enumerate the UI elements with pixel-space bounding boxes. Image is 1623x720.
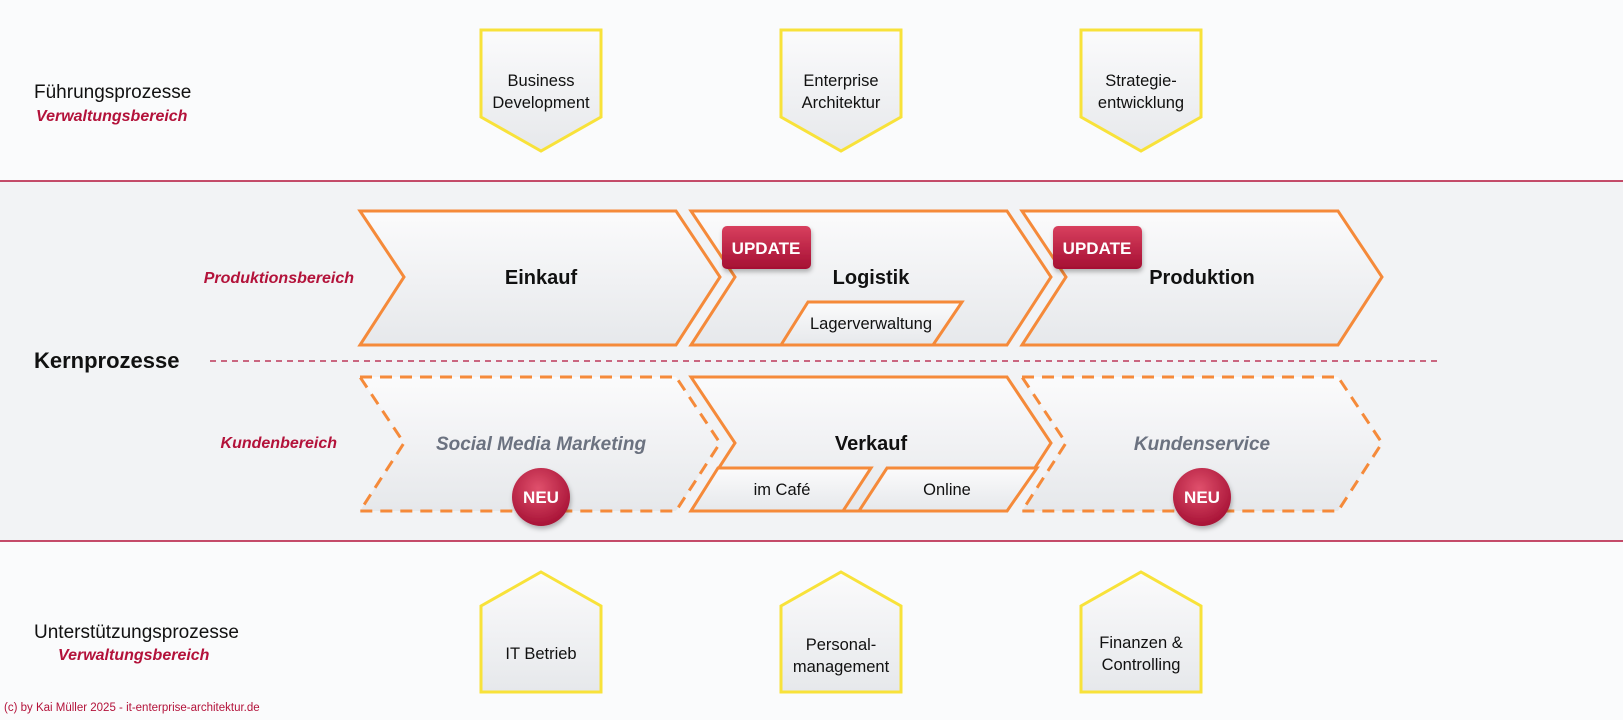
support-process-it-betrieb: IT Betrieb <box>479 570 603 694</box>
subprocess-label: im Café <box>754 481 811 499</box>
subprocess-online: Online <box>856 466 1040 513</box>
core-process-title: Kundenservice <box>1134 434 1271 455</box>
neu-badge: NEU <box>1173 468 1231 526</box>
core-process-produktion: Produktion UPDATE <box>1019 209 1384 347</box>
core-process-title: Produktion <box>1149 267 1255 289</box>
update-badge: UPDATE <box>722 226 811 269</box>
subprocess-im-cafe: im Café <box>688 466 874 513</box>
core-process-title: Logistik <box>833 267 911 289</box>
support-process-label-line2: Controlling <box>1102 656 1181 674</box>
support-process-label-line1: Finanzen & <box>1099 634 1182 652</box>
core-band-title: Kernprozesse <box>34 348 180 373</box>
top-band-title: Führungsprozesse <box>34 82 191 103</box>
subprocess-lagerverwaltung: Lagerverwaltung <box>778 300 965 347</box>
support-process-label-line2: management <box>793 658 890 676</box>
core-process-title: Verkauf <box>835 433 908 455</box>
update-badge-label: UPDATE <box>732 239 801 258</box>
core-process-einkauf: Einkauf <box>357 209 722 347</box>
support-process-label-line1: IT Betrieb <box>505 645 576 663</box>
core-process-title: Social Media Marketing <box>436 434 647 455</box>
bottom-band-title: Unterstützungsprozesse <box>34 622 239 643</box>
copyright-note: (c) by Kai Müller 2025 - it-enterprise-a… <box>4 702 260 714</box>
top-process-label-line1: Business <box>508 72 575 90</box>
neu-badge: NEU <box>512 468 570 526</box>
support-process-personalmanagement: Personal- management <box>779 570 903 694</box>
top-process-label-line2: Development <box>492 94 590 112</box>
neu-badge-label: NEU <box>523 488 559 507</box>
support-process-label-line1: Personal- <box>806 636 877 654</box>
subprocess-label: Online <box>923 481 971 499</box>
top-band-subtitle: Verwaltungsbereich <box>36 108 188 125</box>
top-process-enterprise-architektur: Enterprise Architektur <box>779 28 903 153</box>
core-process-title: Einkauf <box>505 267 578 289</box>
top-process-strategieentwicklung: Strategie- entwicklung <box>1079 28 1203 153</box>
top-process-label-line1: Strategie- <box>1105 72 1177 90</box>
support-process-finanzen-controlling: Finanzen & Controlling <box>1079 570 1203 694</box>
top-process-business-development: Business Development <box>479 28 603 153</box>
top-process-label-line1: Enterprise <box>803 72 878 90</box>
core-process-social-media-marketing: Social Media Marketing NEU <box>357 375 722 526</box>
core-process-verkauf: Verkauf im Café Online <box>688 375 1053 513</box>
bottom-band-subtitle: Verwaltungsbereich <box>58 647 210 664</box>
core-process-kundenservice: Kundenservice NEU <box>1019 375 1384 526</box>
update-badge: UPDATE <box>1053 226 1142 269</box>
core-process-logistik: Logistik Lagerverwaltung UPDATE <box>688 209 1053 347</box>
core-row-label-produktion: Produktionsbereich <box>204 270 354 287</box>
top-process-label-line2: Architektur <box>802 94 881 112</box>
subprocess-label: Lagerverwaltung <box>810 315 932 333</box>
top-process-label-line2: entwicklung <box>1098 94 1184 112</box>
neu-badge-label: NEU <box>1184 488 1220 507</box>
update-badge-label: UPDATE <box>1063 239 1132 258</box>
core-row-label-kunden: Kundenbereich <box>221 435 338 452</box>
